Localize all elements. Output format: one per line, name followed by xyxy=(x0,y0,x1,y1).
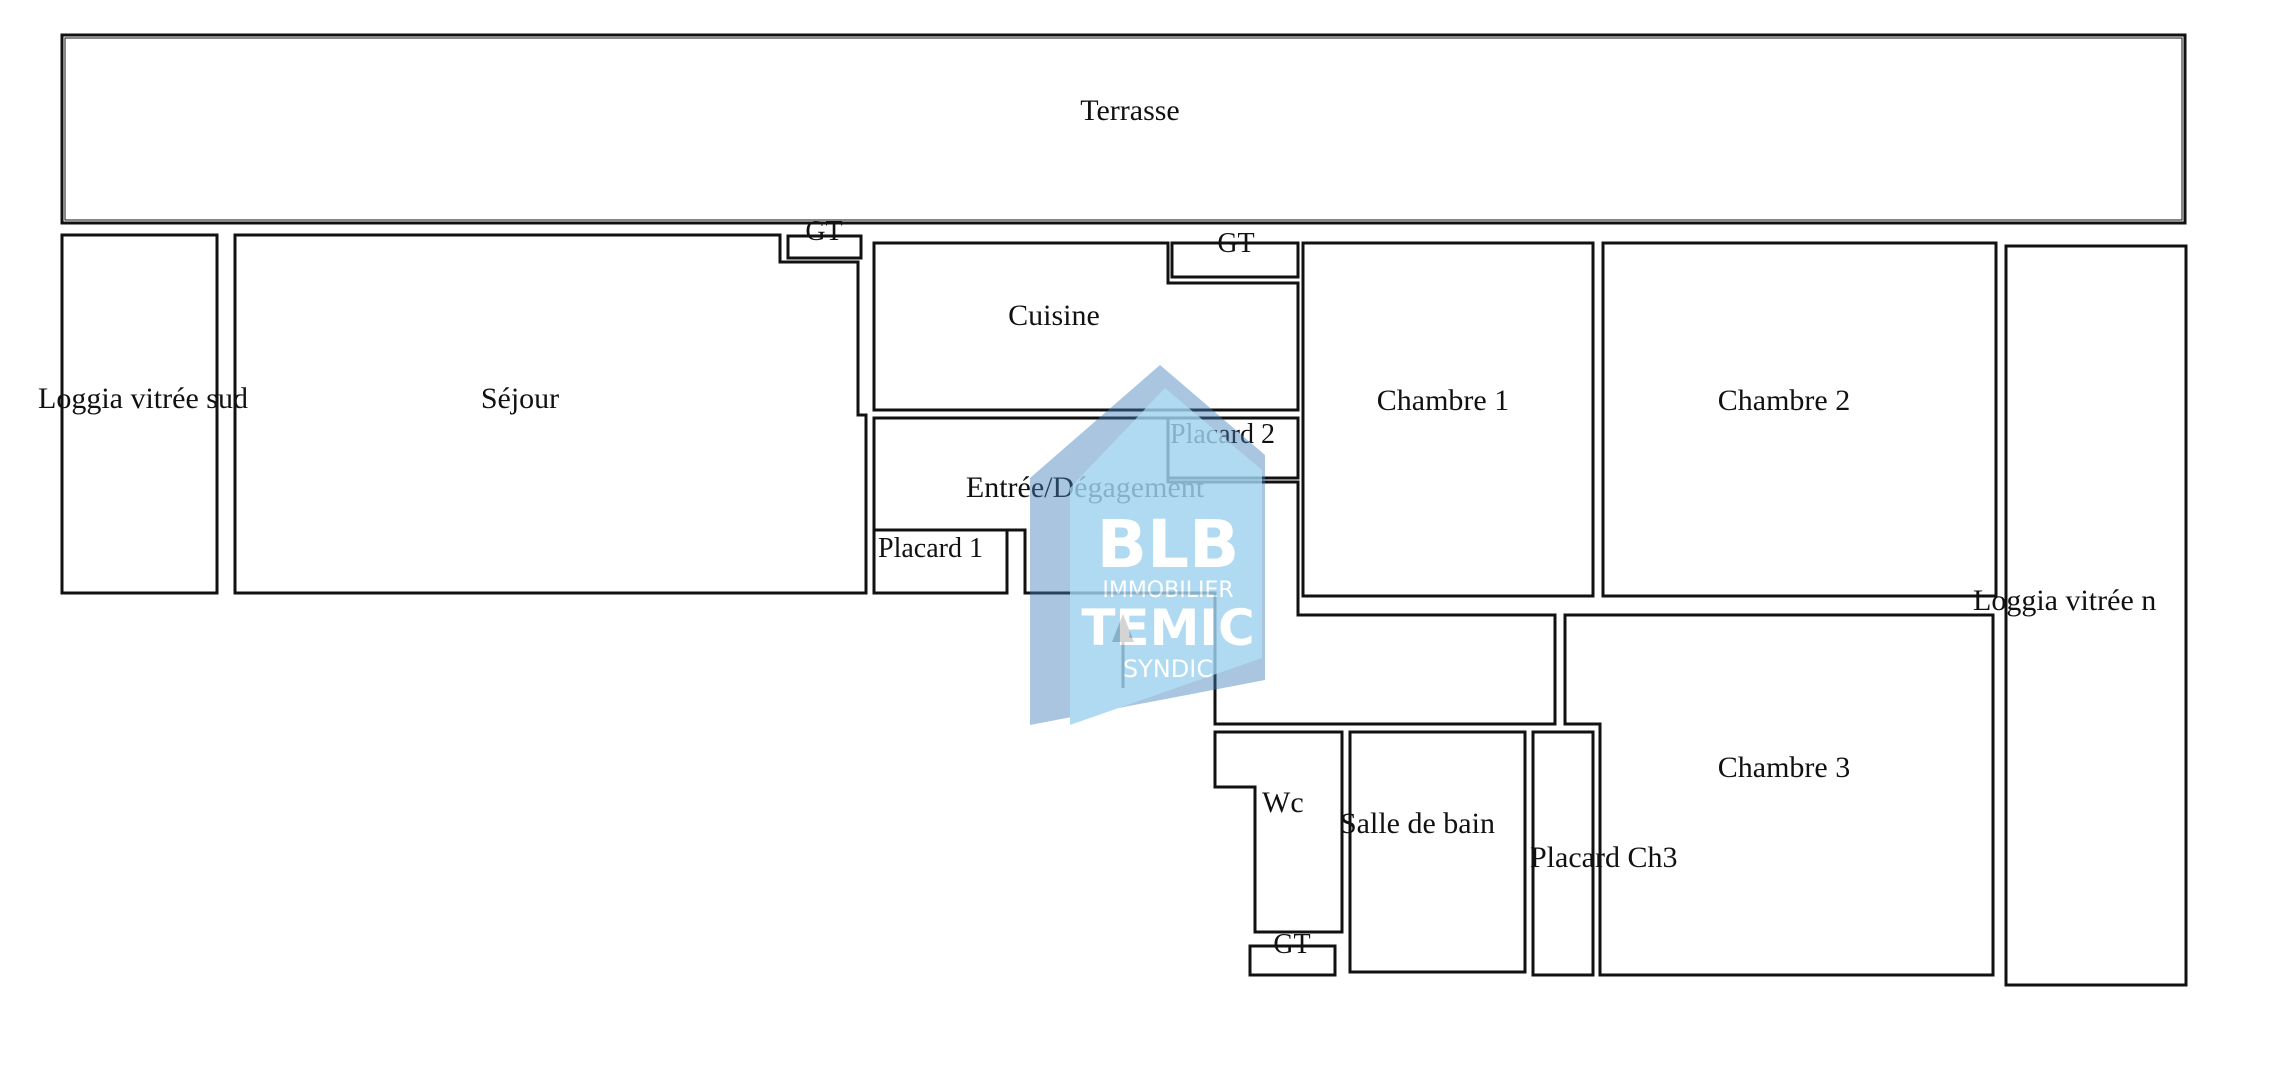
label-chambre-3: Chambre 3 xyxy=(1718,751,1850,784)
room-cuisine: Cuisine xyxy=(872,241,1300,412)
label-chambre-2: Chambre 2 xyxy=(1718,384,1850,417)
room-chambre-1: Chambre 1 xyxy=(1301,241,1595,598)
room-chambre-3: Chambre 3 xyxy=(1563,613,1995,977)
label-cuisine: Cuisine xyxy=(1008,299,1100,332)
room-wc: Wc xyxy=(1213,730,1344,934)
room-gt-sejour: GT xyxy=(786,216,863,260)
room-placard-1: Placard 1 xyxy=(872,528,1009,595)
room-gt-cuisine: GT xyxy=(1170,228,1300,279)
room-sejour: Séjour xyxy=(233,233,868,595)
label-sejour: Séjour xyxy=(481,382,559,415)
room-chambre-2: Chambre 2 xyxy=(1601,241,1998,598)
watermark-shape-front xyxy=(1070,388,1262,725)
label-placard-1: Placard 1 xyxy=(878,533,983,564)
label-chambre-1: Chambre 1 xyxy=(1377,384,1509,417)
room-terrasse: Terrasse xyxy=(60,33,2187,225)
label-gt-wc: GT xyxy=(1273,929,1310,960)
watermark-text-syndic: SYNDIC xyxy=(1123,655,1213,683)
room-placard-ch3: Placard Ch3 xyxy=(1530,730,1677,977)
watermark-text-temic: TEMIC xyxy=(1081,599,1254,657)
label-placard-ch3: Placard Ch3 xyxy=(1530,841,1677,874)
room-salle-de-bain: Salle de bain xyxy=(1340,730,1527,974)
label-loggia-sud: Loggia vitrée sud xyxy=(38,382,248,415)
label-loggia-nord: Loggia vitrée n xyxy=(1973,584,2156,617)
room-loggia-vitree-sud: Loggia vitrée sud xyxy=(38,233,248,595)
watermark-logo: BLB IMMOBILIER TEMIC SYNDIC xyxy=(1030,365,1265,725)
label-salle-de-bain: Salle de bain xyxy=(1340,807,1495,840)
label-gt-cuisine: GT xyxy=(1217,228,1254,259)
label-terrasse: Terrasse xyxy=(1080,94,1180,127)
label-wc: Wc xyxy=(1262,786,1304,819)
label-gt-sejour: GT xyxy=(805,216,842,247)
watermark-text-immobilier: IMMOBILIER xyxy=(1102,578,1233,603)
room-loggia-vitree-nord: Loggia vitrée n xyxy=(1973,244,2188,987)
watermark-text-blb: BLB xyxy=(1097,506,1240,583)
room-gt-wc: GT xyxy=(1248,929,1337,977)
